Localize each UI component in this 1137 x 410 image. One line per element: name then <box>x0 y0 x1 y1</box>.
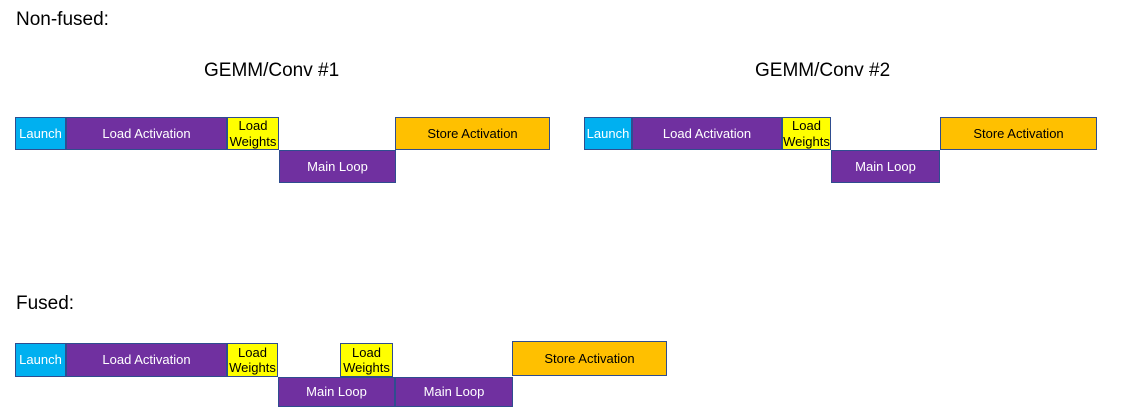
nonfused-1-store-activation-box: Store Activation <box>395 117 550 150</box>
fused-store-activation-box: Store Activation <box>512 341 667 376</box>
nonfused-1-load-weights-box: Load Weights <box>227 117 279 150</box>
nonfused-2-load-weights-box: Load Weights <box>782 117 831 150</box>
gemm-conv-2-title: GEMM/Conv #2 <box>755 60 891 81</box>
gemm-conv-1-title: GEMM/Conv #1 <box>204 60 340 81</box>
nonfused-2-launch-box: Launch <box>584 117 632 150</box>
fused-load-weights-1-box: Load Weights <box>227 343 278 377</box>
fused-load-weights-2-box: Load Weights <box>340 343 393 377</box>
fused-launch-box: Launch <box>15 343 66 377</box>
nonfused-section-label: Non-fused: <box>16 9 109 30</box>
nonfused-2-main-loop-box: Main Loop <box>831 150 940 183</box>
fused-main-loop-1-box: Main Loop <box>278 377 395 407</box>
fused-section-label: Fused: <box>16 293 75 314</box>
nonfused-1-main-loop-box: Main Loop <box>279 150 396 183</box>
nonfused-2-store-activation-box: Store Activation <box>940 117 1097 150</box>
fused-main-loop-2-box: Main Loop <box>395 377 513 407</box>
nonfused-1-load-activation-box: Load Activation <box>66 117 227 150</box>
fused-load-activation-box: Load Activation <box>66 343 227 377</box>
nonfused-1-launch-box: Launch <box>15 117 66 150</box>
nonfused-2-load-activation-box: Load Activation <box>632 117 782 150</box>
